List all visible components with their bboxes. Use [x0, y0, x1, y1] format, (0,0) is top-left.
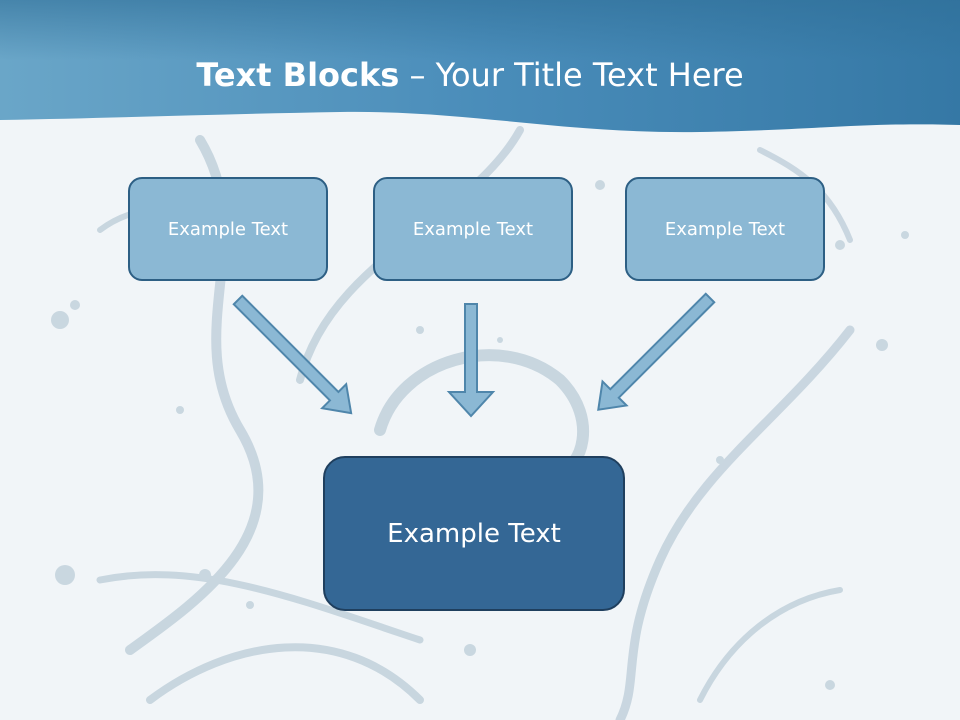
title-bold-text: Text Blocks	[196, 56, 400, 94]
water-droplets-decoration	[51, 180, 909, 690]
top-text-block-3[interactable]: Example Text	[625, 177, 825, 281]
top-text-block-2[interactable]: Example Text	[373, 177, 573, 281]
title-regular-text: – Your Title Text Here	[399, 56, 744, 94]
text-block-label: Example Text	[412, 218, 534, 240]
top-text-block-1[interactable]: Example Text	[128, 177, 328, 281]
bottom-text-block[interactable]: Example Text	[323, 456, 625, 611]
text-block-label: Example Text	[167, 218, 289, 240]
text-block-label: Example Text	[387, 518, 561, 549]
text-block-label: Example Text	[664, 218, 786, 240]
slide-title: Text Blocks – Your Title Text Here	[0, 52, 940, 98]
